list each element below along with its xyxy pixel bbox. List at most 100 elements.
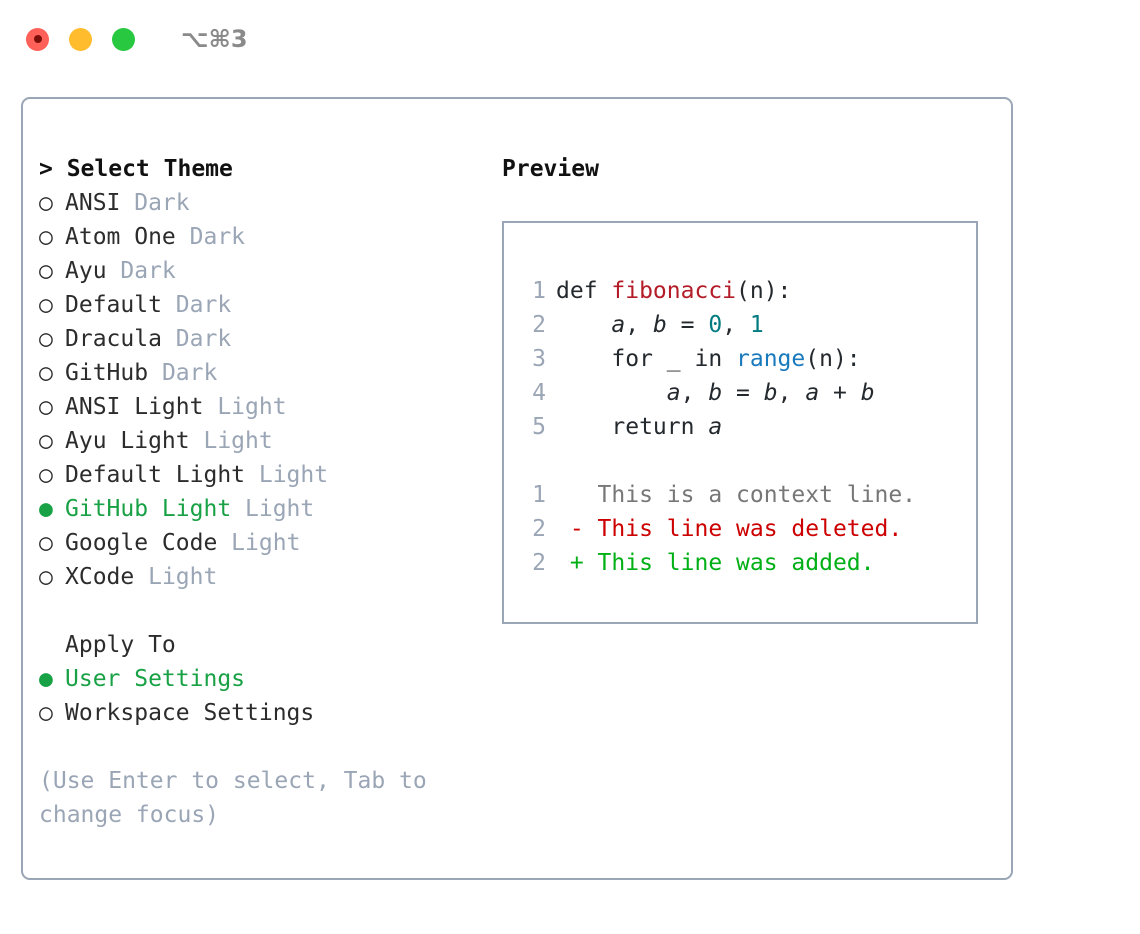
code-token: fibonacci bbox=[611, 278, 737, 304]
code-token bbox=[556, 380, 667, 406]
theme-list-item[interactable]: ●GitHub Light Light bbox=[39, 492, 479, 526]
theme-variant-tag: Light bbox=[217, 530, 301, 556]
window-controls bbox=[26, 27, 135, 51]
theme-variant-tag: Dark bbox=[148, 360, 218, 386]
radio-unselected-icon: ○ bbox=[39, 292, 53, 318]
theme-name-label: Ayu Light bbox=[65, 428, 190, 454]
apply-to-label: User Settings bbox=[65, 666, 246, 692]
radio-unselected-icon: ○ bbox=[39, 326, 53, 352]
radio-unselected-icon: ○ bbox=[39, 224, 53, 250]
theme-selector-column: > Select Theme ○ANSI Dark○Atom One Dark○… bbox=[39, 152, 479, 832]
code-token: def bbox=[556, 278, 612, 304]
line-number: 3 bbox=[532, 346, 546, 372]
theme-variant-tag: Dark bbox=[161, 292, 232, 318]
theme-name-label: Ayu bbox=[65, 258, 107, 284]
apply-to-item[interactable]: ●User Settings bbox=[39, 662, 479, 696]
line-number: 2 bbox=[532, 312, 546, 338]
code-token: b bbox=[860, 380, 875, 406]
radio-unselected-icon: ○ bbox=[39, 394, 53, 420]
diff-line: 2 + This line was added. bbox=[520, 546, 916, 580]
code-line: 5 return a bbox=[520, 410, 916, 444]
radio-unselected-icon: ○ bbox=[39, 428, 53, 454]
code-token: , bbox=[722, 312, 750, 338]
radio-unselected-icon: ○ bbox=[39, 700, 53, 726]
code-token: + bbox=[819, 380, 861, 406]
theme-list-item[interactable]: ○Dracula Dark bbox=[39, 322, 479, 356]
theme-list-item[interactable]: ○ ANSI Light Light bbox=[39, 390, 479, 424]
theme-list-item[interactable]: ○ GitHub Dark bbox=[39, 356, 479, 390]
apply-to-list[interactable]: ●User Settings○Workspace Settings bbox=[39, 662, 479, 730]
theme-variant-tag: Light bbox=[231, 496, 315, 522]
theme-list-item[interactable]: ○ Atom One Dark bbox=[39, 220, 479, 254]
theme-variant-tag: Light bbox=[203, 394, 287, 420]
theme-list-item[interactable]: ○Default Light Light bbox=[39, 458, 479, 492]
radio-unselected-icon: ○ bbox=[39, 564, 53, 590]
code-token: return bbox=[556, 414, 709, 440]
theme-name-label: GitHub Light bbox=[65, 496, 232, 522]
code-token: 1 bbox=[749, 312, 764, 338]
code-token: , bbox=[680, 380, 709, 406]
diff-line: 1 This is a context line. bbox=[520, 478, 916, 512]
main-panel: > Select Theme ○ANSI Dark○Atom One Dark○… bbox=[21, 97, 1013, 880]
radio-unselected-icon: ○ bbox=[39, 190, 53, 216]
theme-name-label: GitHub bbox=[65, 360, 149, 386]
theme-list-item[interactable]: ○ANSI Dark bbox=[39, 186, 479, 220]
code-token: for _ in bbox=[556, 346, 737, 372]
theme-name-label: ANSI Light bbox=[65, 394, 204, 420]
select-theme-header: > Select Theme bbox=[39, 156, 233, 182]
code-token: = bbox=[722, 380, 764, 406]
line-number: 1 bbox=[532, 278, 546, 304]
code-line: 2 a, b = 0, 1 bbox=[520, 308, 916, 342]
preview-title: Preview bbox=[502, 156, 599, 182]
code-token: , bbox=[777, 380, 806, 406]
theme-variant-tag: Dark bbox=[106, 258, 176, 284]
diff-lines: 1 This is a context line.2 - This line w… bbox=[520, 478, 916, 580]
line-number: 2 bbox=[532, 516, 546, 542]
close-button[interactable] bbox=[26, 27, 49, 51]
code-line: 4 a, b = b, a + b bbox=[520, 376, 916, 410]
theme-list-item[interactable]: ○Google Code Light bbox=[39, 526, 479, 560]
theme-list-item[interactable]: ○Ayu Light Light bbox=[39, 424, 479, 458]
code-token: b bbox=[763, 380, 778, 406]
code-token: 0 bbox=[708, 312, 723, 338]
code-token bbox=[556, 312, 611, 338]
theme-list-item[interactable]: ○XCode Light bbox=[39, 560, 479, 594]
code-token: a bbox=[805, 380, 820, 406]
theme-variant-tag: Light bbox=[134, 564, 218, 590]
spacer bbox=[520, 444, 916, 478]
minimize-button[interactable] bbox=[69, 27, 92, 51]
theme-name-label: Default bbox=[65, 292, 162, 318]
radio-unselected-icon: ○ bbox=[39, 258, 53, 284]
code-token: b bbox=[708, 380, 723, 406]
code-token: range bbox=[736, 346, 806, 372]
apply-to-header: Apply To bbox=[65, 632, 176, 658]
line-number: 5 bbox=[532, 414, 546, 440]
theme-variant-tag: Light bbox=[245, 462, 329, 488]
spacer bbox=[39, 594, 479, 628]
theme-list-item[interactable]: ○ Ayu Dark bbox=[39, 254, 479, 288]
radio-unselected-icon: ○ bbox=[39, 360, 53, 386]
diff-text: This is a context line. bbox=[556, 482, 917, 508]
apply-to-item[interactable]: ○Workspace Settings bbox=[39, 696, 479, 730]
zoom-button[interactable] bbox=[112, 27, 135, 51]
line-number: 4 bbox=[532, 380, 546, 406]
keyboard-shortcut-label: ⌥⌘3 bbox=[181, 25, 248, 53]
line-number: 1 bbox=[532, 482, 546, 508]
code-token: a bbox=[708, 414, 723, 440]
theme-name-label: Atom One bbox=[65, 224, 176, 250]
code-token: b bbox=[652, 312, 667, 338]
code-token: , bbox=[625, 312, 653, 338]
theme-name-label: ANSI bbox=[65, 190, 121, 216]
diff-text: + This line was added. bbox=[556, 550, 875, 576]
code-token: (n): bbox=[736, 278, 792, 304]
theme-list[interactable]: ○ANSI Dark○Atom One Dark○Ayu Dark○Defaul… bbox=[39, 186, 479, 594]
title-bar: ⌥⌘3 bbox=[0, 0, 1140, 78]
theme-variant-tag: Dark bbox=[175, 224, 246, 250]
theme-list-item[interactable]: ○ Default Dark bbox=[39, 288, 479, 322]
radio-unselected-icon: ○ bbox=[39, 530, 53, 556]
code-line: 3 for _ in range(n): bbox=[520, 342, 916, 376]
